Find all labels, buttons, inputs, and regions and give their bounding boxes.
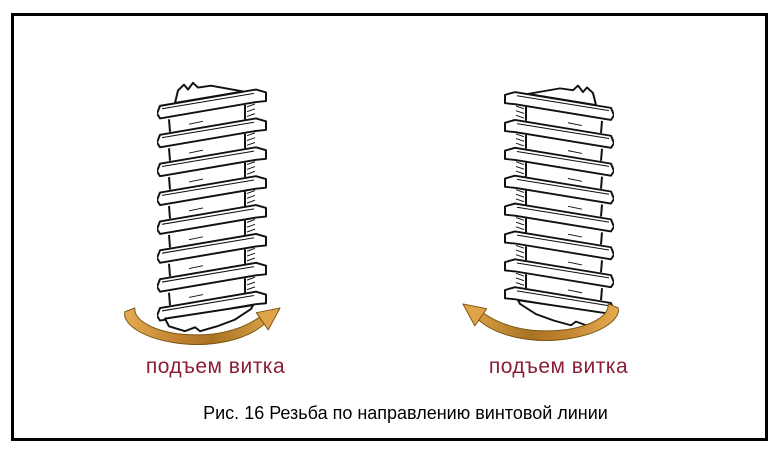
left-screw-illustration bbox=[157, 77, 269, 335]
right-screw-illustration bbox=[502, 80, 614, 329]
right-thread-rise-label: подъем витка bbox=[488, 355, 629, 378]
left-rotation-arrow-icon bbox=[124, 307, 281, 345]
left-thread-rise-label: подъем витка bbox=[145, 355, 286, 378]
figure-caption: Рис. 16 Резьба по направлению винтовой л… bbox=[203, 403, 608, 423]
right-rotation-arrow-icon bbox=[462, 303, 619, 341]
figure-frame: подъем витка подъем витка Рис. 16 Резьба… bbox=[11, 13, 768, 441]
